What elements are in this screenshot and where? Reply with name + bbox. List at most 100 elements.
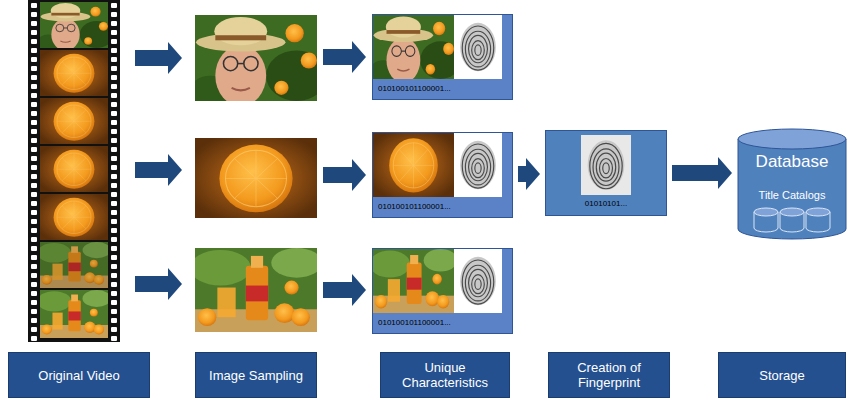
stage-label: Image Sampling — [195, 352, 317, 398]
sprocket-hole — [111, 129, 117, 134]
sprocket-hole — [111, 300, 117, 305]
database-title: Database — [756, 152, 829, 172]
sprocket-hole — [111, 309, 117, 314]
sprocket-hole — [31, 192, 37, 197]
block-arrow — [672, 157, 732, 189]
cylinder-top — [738, 129, 846, 149]
sprocket-hole — [111, 210, 117, 215]
sprocket-hole — [31, 93, 37, 98]
sprocket-hole — [31, 129, 37, 134]
sprocket-hole — [31, 246, 37, 251]
sprocket-hole — [111, 282, 117, 287]
sprocket-hole — [111, 93, 117, 98]
fingerprint-icon — [588, 140, 625, 190]
characteristic-image — [373, 133, 502, 197]
block-arrow — [518, 158, 540, 190]
sprocket-hole — [31, 228, 37, 233]
sprocket-hole — [111, 156, 117, 161]
sprocket-hole — [111, 273, 117, 278]
stage-label-text: Creation of Fingerprint — [555, 360, 663, 390]
sprocket-hole — [31, 237, 37, 242]
sprocket-hole — [31, 147, 37, 152]
binary-code: 010100101100001... — [373, 197, 512, 217]
sprocket-hole — [111, 66, 117, 71]
sprocket-hole — [31, 12, 37, 17]
sprocket-hole — [31, 102, 37, 107]
sprocket-hole — [111, 21, 117, 26]
sprocket-hole — [111, 237, 117, 242]
sprocket-hole — [31, 201, 37, 206]
database-cylinder: DatabaseTitle Catalogs — [737, 128, 847, 240]
characteristic-box: 01010101... — [545, 130, 667, 216]
sprocket-hole — [31, 48, 37, 53]
sprocket-hole — [31, 273, 37, 278]
sprocket-hole — [111, 30, 117, 35]
catalog-label: Title Catalogs — [759, 188, 826, 202]
binary-code: 01010101... — [585, 195, 627, 213]
sprocket-hole — [111, 57, 117, 62]
sprocket-hole — [111, 192, 117, 197]
sprocket-hole — [31, 174, 37, 179]
sprocket-hole — [31, 75, 37, 80]
sprocket-hole — [31, 300, 37, 305]
fingerprint-image — [581, 135, 631, 195]
sprocket-hole — [111, 147, 117, 152]
fingerprint-icon — [460, 141, 496, 189]
sprocket-hole — [111, 246, 117, 251]
stage-label-text: Storage — [759, 368, 805, 383]
sprocket-hole — [31, 57, 37, 62]
sprocket-hole — [111, 84, 117, 89]
stage-label: Creation of Fingerprint — [548, 352, 670, 398]
cylinder-outline — [737, 128, 847, 240]
stage-label: Unique Characteristics — [380, 352, 510, 398]
small-cylinder-top — [806, 208, 830, 216]
sample-image — [373, 15, 461, 79]
sprocket-hole — [111, 120, 117, 125]
stage-label-text: Unique Characteristics — [387, 360, 503, 390]
binary-code: 010100101100001... — [373, 313, 512, 333]
cylinder-body — [738, 139, 846, 239]
fingerprint-panel — [454, 249, 502, 313]
stage-label: Original Video — [8, 352, 150, 398]
sprocket-hole — [111, 327, 117, 332]
sprocket-hole — [31, 30, 37, 35]
sprocket-hole — [111, 318, 117, 323]
sprocket-hole — [31, 264, 37, 269]
characteristic-image — [373, 15, 502, 79]
sprocket-hole — [31, 309, 37, 314]
sprocket-hole — [111, 75, 117, 80]
sprocket-hole — [111, 201, 117, 206]
sprocket-hole — [111, 264, 117, 269]
sprocket-hole — [111, 228, 117, 233]
sample-image — [373, 133, 454, 197]
sprocket-hole — [31, 255, 37, 260]
sprocket-hole — [31, 111, 37, 116]
fingerprint-panel — [454, 133, 502, 197]
sprocket-hole — [111, 138, 117, 143]
sprocket-hole — [111, 336, 117, 341]
stage-label: Storage — [718, 352, 846, 398]
fingerprint-panel — [581, 135, 631, 195]
sprocket-hole — [31, 21, 37, 26]
sprocket-hole — [111, 3, 117, 8]
sprocket-hole — [31, 138, 37, 143]
characteristic-box: 010100101100001... — [372, 132, 513, 218]
binary-code: 010100101100001... — [373, 79, 512, 99]
sprocket-hole — [31, 84, 37, 89]
fingerprint-icon — [460, 23, 496, 71]
sprocket-hole — [111, 39, 117, 44]
sprocket-hole — [31, 156, 37, 161]
stage-label-text: Original Video — [38, 368, 119, 383]
sprocket-hole — [111, 102, 117, 107]
small-cylinder-top — [780, 208, 804, 216]
sprocket-hole — [111, 255, 117, 260]
sprocket-hole — [31, 183, 37, 188]
sprocket-hole — [31, 39, 37, 44]
sprocket-hole — [111, 291, 117, 296]
sprocket-hole — [111, 111, 117, 116]
sprocket-hole — [31, 120, 37, 125]
sprocket-hole — [111, 174, 117, 179]
sprocket-hole — [111, 165, 117, 170]
sprocket-hole — [31, 282, 37, 287]
